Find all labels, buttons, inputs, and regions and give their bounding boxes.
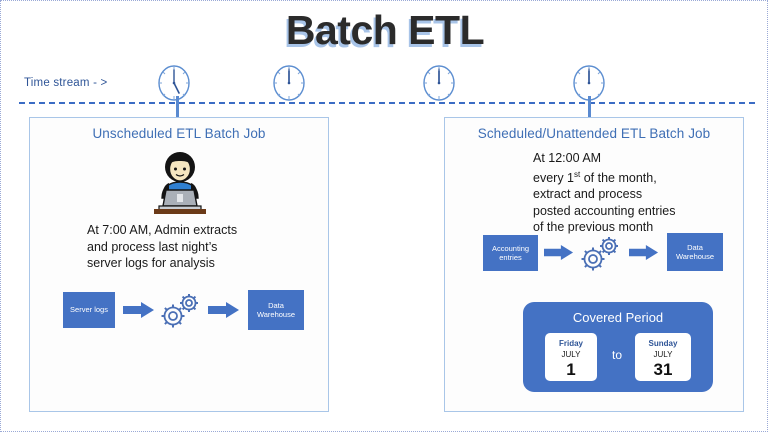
panel-scheduled-etl[interactable]: Scheduled/Unattended ETL Batch Job At 12… (444, 117, 744, 412)
right-panel-description: At 12:00 AM every 1st of the month, extr… (533, 150, 743, 236)
covered-period-separator: to (611, 348, 622, 362)
panel-title-scheduled: Scheduled/Unattended ETL Batch Job (477, 126, 711, 141)
right-desc-ordinal-prefix: every 1 (533, 170, 574, 185)
flow-target-data-warehouse-right[interactable]: Data Warehouse (667, 233, 723, 271)
covered-period-start-day: 1 (566, 360, 576, 379)
right-desc-line-5: of the previous month (533, 220, 654, 235)
left-desc-line-2: and process last night’s (87, 239, 218, 254)
covered-period-start-date[interactable]: Friday JULY 1 (545, 333, 597, 381)
time-stream-label: Time stream - > (24, 77, 108, 89)
left-desc-line-1: At 7:00 AM, Admin extracts (87, 223, 238, 237)
covered-period-title: Covered Period (572, 310, 664, 325)
covered-period-end-date[interactable]: Sunday JULY 31 (635, 333, 691, 381)
flow-source-server-logs-label: Server logs (70, 305, 108, 315)
timeline-axis (19, 102, 755, 104)
admin-at-laptop-icon (140, 149, 220, 220)
flow-source-accounting-line1: Accounting (491, 243, 530, 253)
right-desc-line-3: extract and process (533, 187, 643, 202)
flow-target-dw-left-line1: Data (268, 300, 284, 310)
clock-icon-12-oclock-2 (421, 63, 457, 103)
left-panel-description: At 7:00 AM, Admin extracts and process l… (87, 222, 327, 272)
right-desc-line-2: every 1st of the month, (533, 167, 743, 187)
right-desc-line-1: At 12:00 AM (533, 151, 602, 165)
clock-icon-12-oclock-3 (571, 63, 607, 103)
right-desc-line-4: posted accounting entries (533, 203, 676, 218)
flow-arrow-2-right (629, 245, 659, 265)
flow-arrow-1-right (544, 245, 574, 265)
timeline-connector-left (176, 96, 179, 118)
panel-title-unscheduled: Unscheduled ETL Batch Job (92, 126, 266, 141)
flow-arrow-1-left (123, 302, 155, 323)
covered-period-start-dow: Friday (558, 339, 583, 348)
flow-source-accounting-line2: entries (499, 253, 522, 262)
covered-period-end-day: 31 (653, 360, 673, 379)
flow-target-dw-right-line1: Data (687, 242, 703, 252)
flow-source-accounting-entries[interactable]: Accounting entries (483, 235, 538, 271)
panel-unscheduled-etl[interactable]: Unscheduled ETL Batch Job (29, 117, 329, 412)
clock-icon-7-oclock (156, 63, 192, 103)
timeline-connector-right (588, 96, 591, 118)
covered-period-card[interactable]: Covered Period Friday JULY 1 to Sunday J… (523, 302, 713, 392)
covered-period-end-dow: Sunday (648, 339, 678, 348)
flow-target-data-warehouse-left[interactable]: Data Warehouse (248, 290, 304, 330)
right-desc-ordinal-sup: st (574, 169, 581, 179)
flow-arrow-2-left (208, 302, 240, 323)
clock-icon-12-oclock (271, 63, 307, 103)
covered-period-end-month: JULY (653, 350, 673, 359)
covered-period-start-month: JULY (561, 350, 581, 359)
flow-target-dw-right-line2: Warehouse (675, 252, 715, 261)
flow-target-dw-left-line2: Warehouse (256, 310, 296, 319)
right-desc-ordinal-suffix: of the month, (580, 170, 657, 185)
gears-icon-right (575, 233, 623, 280)
flow-source-server-logs[interactable]: Server logs (63, 292, 115, 328)
page-title: Batch ETL (285, 7, 485, 53)
gears-icon-left (155, 290, 203, 337)
left-desc-line-3: server logs for analysis (87, 256, 215, 270)
